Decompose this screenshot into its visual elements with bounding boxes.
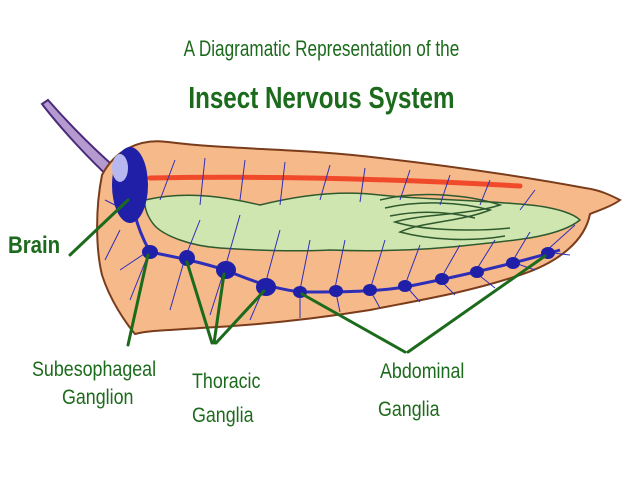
thoracic-ganglion-3 [256, 278, 276, 296]
malpighian-tubules [379, 193, 511, 241]
subesophageal-label-line2: Ganglion [62, 386, 134, 409]
abdominal-ganglion-6 [470, 266, 484, 278]
abdominal-pointer-2 [406, 254, 547, 354]
subesophageal-ganglion [142, 245, 158, 259]
abdominal-ganglion-4 [398, 280, 412, 292]
abdominal-pointer-1 [300, 292, 407, 354]
thoracic-label-line1: Thoracic [192, 370, 261, 393]
insect-gut [144, 192, 582, 252]
subesophageal-label-line1: Subesophageal [32, 358, 157, 381]
antenna [40, 98, 120, 182]
thoracic-pointer-2 [212, 272, 226, 345]
ganglia [142, 245, 555, 298]
thoracic-pointer-1 [185, 260, 214, 345]
eye [112, 154, 128, 182]
diagram-title-line1: A Diagramatic Representation of the [183, 36, 460, 61]
abdominal-ganglion-5 [435, 273, 449, 285]
thoracic-ganglion-2 [216, 261, 236, 279]
abdominal-ganglion-7 [506, 257, 520, 269]
abdominal-label-line1: Abdominal [380, 360, 465, 383]
dorsal-vessel [147, 174, 523, 189]
thoracic-label-line2: Ganglia [192, 404, 254, 427]
diagram-title-line2: Insect Nervous System [188, 80, 455, 115]
brain-label: Brain [8, 232, 61, 259]
thoracic-pointer-3 [214, 289, 266, 345]
abdominal-ganglion-2 [329, 285, 343, 297]
subesophageal-pointer [126, 253, 150, 347]
thoracic-ganglion-1 [179, 250, 195, 266]
pointer-lines [68, 198, 547, 354]
abdominal-ganglion-3 [363, 284, 377, 296]
brain-pointer [68, 198, 130, 257]
abdominal-label-line2: Ganglia [378, 398, 440, 421]
